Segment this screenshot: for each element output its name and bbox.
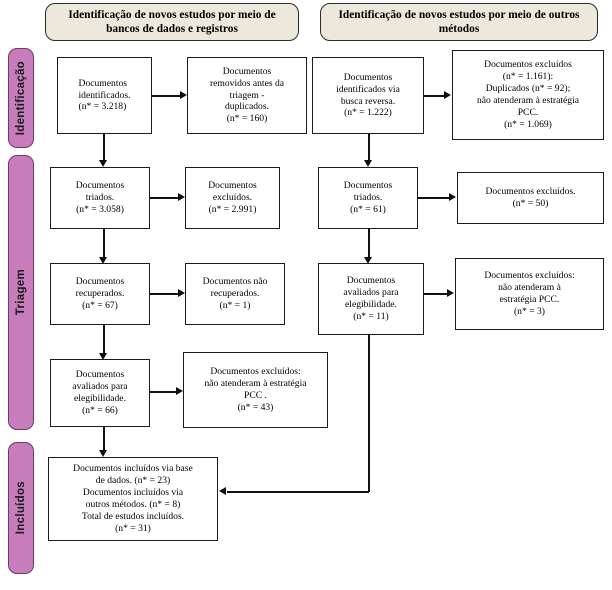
box-documents-excluded-eligibility-databases: Documentos excluídos: não atenderam à es… xyxy=(183,352,328,428)
box-documents-identified-databases: Documentos identificados. (n* = 3.218) xyxy=(57,57,152,134)
box-documents-excluded-eligibility-databases-text: Documentos excluídos: não atenderam à es… xyxy=(204,366,307,413)
box-documents-identified-databases-text: Documentos identificados. (n* = 3.218) xyxy=(78,77,131,113)
connector-other-eligibility-to-excluded xyxy=(424,293,447,295)
arrowhead-other-identified-to-excluded xyxy=(444,91,451,99)
box-documents-retrieved-text: Documentos recuperados. (n* = 67) xyxy=(75,276,125,311)
box-documents-assessed-eligibility-databases-text: Documentos avaliados para elegibilidade.… xyxy=(72,369,128,416)
arrowhead-other-screened-to-excluded xyxy=(449,193,456,201)
connector-other-eligibility-to-included-horizontal xyxy=(227,491,369,493)
connector-identified-to-screened xyxy=(103,134,105,162)
box-included-studies-total-text: Documentos incluídos via base de dados. … xyxy=(73,463,193,534)
stage-pill-triagem: Triagem xyxy=(8,155,34,430)
box-documents-excluded-other-methods-identification-text: Documentos excluídos (n* = 1.161): Dupli… xyxy=(476,59,579,130)
connector-other-identified-to-excluded xyxy=(424,95,444,97)
connector-identified-to-removed xyxy=(152,95,180,97)
box-documents-screened-other-methods-text: Documentos triados. (n* = 61) xyxy=(343,180,393,215)
arrowhead-eligibility-to-included xyxy=(99,450,107,457)
box-documents-assessed-eligibility-databases: Documentos avaliados para elegibilidade.… xyxy=(50,359,150,427)
arrowhead-other-screened-to-eligibility xyxy=(364,257,372,264)
box-documents-screened-other-methods: Documentos triados. (n* = 61) xyxy=(318,167,418,229)
box-documents-excluded-other-methods-screening-text: Documentos excluídos. (n* = 50) xyxy=(485,186,576,209)
connector-retrieved-to-not-retrieved xyxy=(150,293,178,295)
arrowhead-screened-to-excluded xyxy=(178,193,185,201)
box-documents-excluded-other-methods-screening: Documentos excluídos. (n* = 50) xyxy=(457,172,604,224)
box-documents-not-retrieved: Documentos não recuperados. (n* = 1) xyxy=(185,263,285,325)
box-documents-not-retrieved-text: Documentos não recuperados. (n* = 1) xyxy=(202,276,268,311)
arrowhead-eligibility-to-excluded-databases xyxy=(176,387,183,395)
connector-eligibility-to-excluded-databases xyxy=(150,391,176,393)
arrowhead-retrieved-to-eligibility xyxy=(99,353,107,360)
box-documents-excluded-screening: Documentos excluídos. (n* = 2.991) xyxy=(185,167,280,229)
box-documents-identified-other-methods-text: Documentos identificados via busca rever… xyxy=(336,71,400,119)
connector-screened-to-retrieved xyxy=(103,229,105,259)
arrowhead-other-eligibility-to-included xyxy=(219,487,226,495)
box-documents-identified-other-methods: Documentos identificados via busca rever… xyxy=(312,57,424,134)
box-documents-excluded-other-methods-identification: Documentos excluídos (n* = 1.161): Dupli… xyxy=(452,50,604,140)
arrowhead-other-eligibility-to-excluded xyxy=(447,289,454,297)
arrowhead-other-identified-to-screened xyxy=(364,160,372,167)
arrowhead-screened-to-retrieved xyxy=(99,257,107,264)
banner-other-methods: Identificação de novos estudos por meio … xyxy=(320,3,598,41)
stage-label-identificacao: Identificação xyxy=(15,60,27,136)
connector-other-identified-to-screened xyxy=(368,134,370,162)
connector-screened-to-excluded xyxy=(150,197,178,199)
stage-label-incluidos: Incluídos xyxy=(15,481,27,535)
box-documents-retrieved: Documentos recuperados. (n* = 67) xyxy=(50,263,150,325)
connector-other-screened-to-excluded xyxy=(418,197,449,199)
connector-other-screened-to-eligibility xyxy=(368,229,370,259)
banner-databases-text: Identificação de novos estudos por meio … xyxy=(68,8,276,35)
stage-label-triagem: Triagem xyxy=(15,269,27,316)
arrowhead-identified-to-removed xyxy=(180,91,187,99)
box-documents-excluded-eligibility-other-methods: Documentos excluídos: não atenderam à es… xyxy=(455,258,604,330)
box-documents-removed-before-screening-text: Documentos removidos antes da triagem - … xyxy=(209,65,285,125)
box-documents-screened-databases-text: Documentos triados. (n* = 3.058) xyxy=(75,180,125,215)
box-documents-excluded-screening-text: Documentos excluídos. (n* = 2.991) xyxy=(208,180,257,215)
connector-retrieved-to-eligibility xyxy=(103,325,105,355)
banner-databases-and-registers: Identificação de novos estudos por meio … xyxy=(45,3,299,41)
box-documents-excluded-eligibility-other-methods-text: Documentos excluídos: não atenderam à es… xyxy=(484,270,575,317)
arrowhead-retrieved-to-not-retrieved xyxy=(178,289,185,297)
box-included-studies-total: Documentos incluídos via base de dados. … xyxy=(48,457,218,541)
banner-other-methods-text: Identificação de novos estudos por meio … xyxy=(338,8,580,35)
connector-eligibility-to-included xyxy=(103,427,105,452)
box-documents-screened-databases: Documentos triados. (n* = 3.058) xyxy=(50,167,150,229)
stage-pill-incluidos: Incluídos xyxy=(8,442,34,574)
arrowhead-identified-to-screened xyxy=(99,160,107,167)
connector-other-eligibility-to-included-vertical xyxy=(368,335,370,492)
box-documents-assessed-eligibility-other-methods-text: Documentos avaliados para elegibilidade.… xyxy=(343,275,399,322)
stage-pill-identificacao: Identificação xyxy=(8,48,34,148)
box-documents-removed-before-screening: Documentos removidos antes da triagem - … xyxy=(187,57,307,134)
box-documents-assessed-eligibility-other-methods: Documentos avaliados para elegibilidade.… xyxy=(318,263,424,335)
